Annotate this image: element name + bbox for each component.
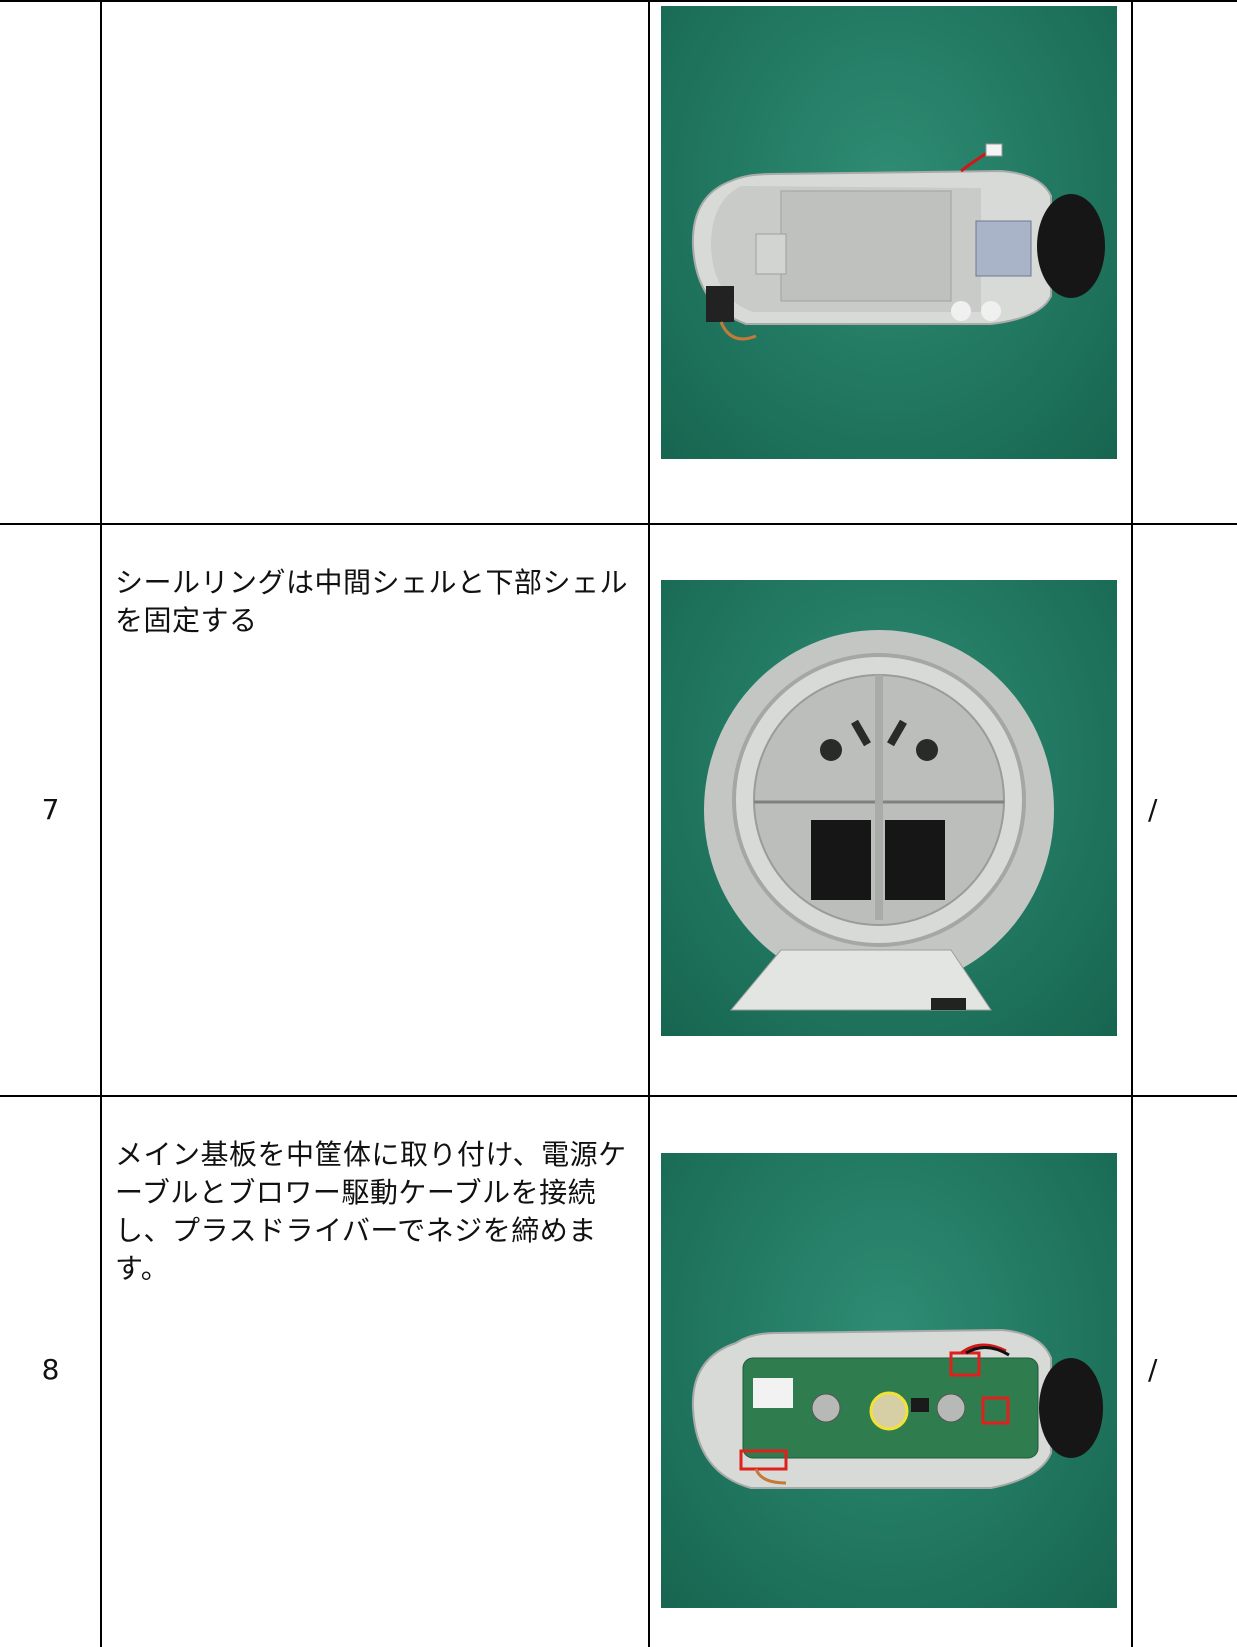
table-border-top: [0, 0, 1237, 2]
step-photo: [661, 580, 1117, 1036]
table-border-col2: [648, 0, 650, 1647]
step-photo: [661, 6, 1117, 459]
table-border-col3: [1131, 0, 1133, 1647]
step-description: メイン基板を中筐体に取り付け、電源ケーブルとブロワー駆動ケーブルを接続し、プラス…: [115, 1138, 627, 1285]
table-row-divider-2: [0, 1095, 1237, 1097]
step-remark: /: [1148, 1353, 1158, 1386]
step-remark: /: [1148, 793, 1158, 826]
step-number: 8: [41, 1353, 60, 1386]
step-description: シールリングは中間シェルと下部シェルを固定する: [115, 566, 629, 637]
table-border-left: [100, 0, 102, 1647]
step-photo: [661, 1153, 1117, 1608]
table-row-divider-1: [0, 523, 1237, 525]
step-number: 7: [41, 793, 60, 826]
